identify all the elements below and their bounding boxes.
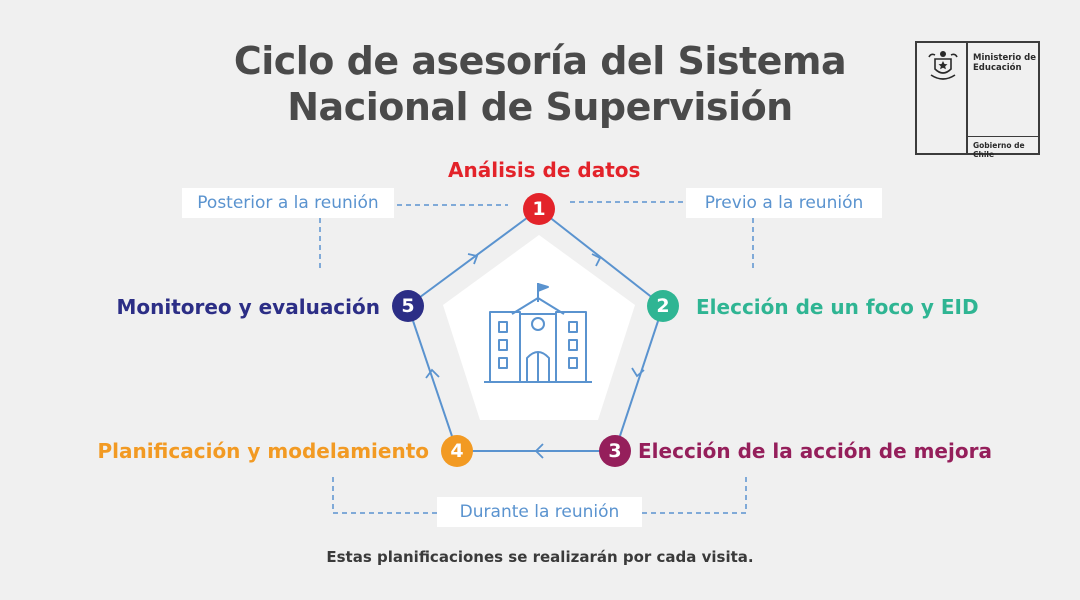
step-node-2: 2 xyxy=(647,290,679,322)
title-line-2: Nacional de Supervisión xyxy=(287,85,793,129)
step-number: 2 xyxy=(656,295,670,317)
step-node-3: 3 xyxy=(599,435,631,467)
step-number: 1 xyxy=(532,198,546,220)
step-node-1: 1 xyxy=(523,193,555,225)
government-name: Gobierno de Chile xyxy=(973,141,1025,159)
school-building-icon xyxy=(484,283,592,383)
arrow-5-1 xyxy=(467,253,479,265)
ministry-logo: Ministerio de Educación Gobierno de Chil… xyxy=(915,41,1040,159)
timing-after-meeting: Posterior a la reunión xyxy=(182,188,394,218)
arrow-4-5 xyxy=(425,368,440,379)
timing-during-meeting: Durante la reunión xyxy=(437,497,642,527)
coat-of-arms-icon xyxy=(928,51,958,80)
step-number: 5 xyxy=(401,295,415,317)
step-node-4: 4 xyxy=(441,435,473,467)
logo-divider xyxy=(966,43,968,153)
arrow-1-2 xyxy=(591,253,602,267)
step-number: 4 xyxy=(450,440,464,462)
step-label-3: Elección de la acción de mejora xyxy=(638,439,992,463)
step-label-1: Análisis de datos xyxy=(448,158,641,182)
page-title: Ciclo de asesoría del Sistema Nacional d… xyxy=(200,38,880,130)
step-label-5: Monitoreo y evaluación xyxy=(116,295,380,319)
footnote: Estas planificaciones se realizarán por … xyxy=(326,548,754,566)
cycle-arrows xyxy=(425,253,645,459)
step-number: 3 xyxy=(608,440,622,462)
arrow-3-4 xyxy=(534,443,544,459)
arrow-2-3 xyxy=(631,367,645,378)
logo-separator xyxy=(968,136,1040,137)
timing-before-meeting: Previo a la reunión xyxy=(686,188,882,218)
step-label-4: Planificación y modelamiento xyxy=(97,439,429,463)
ministry-name: Ministerio de Educación xyxy=(973,53,1036,73)
timing-connectors xyxy=(319,201,754,514)
step-node-5: 5 xyxy=(392,290,424,322)
step-label-2: Elección de un foco y EID xyxy=(696,295,979,319)
title-line-1: Ciclo de asesoría del Sistema xyxy=(233,39,847,83)
